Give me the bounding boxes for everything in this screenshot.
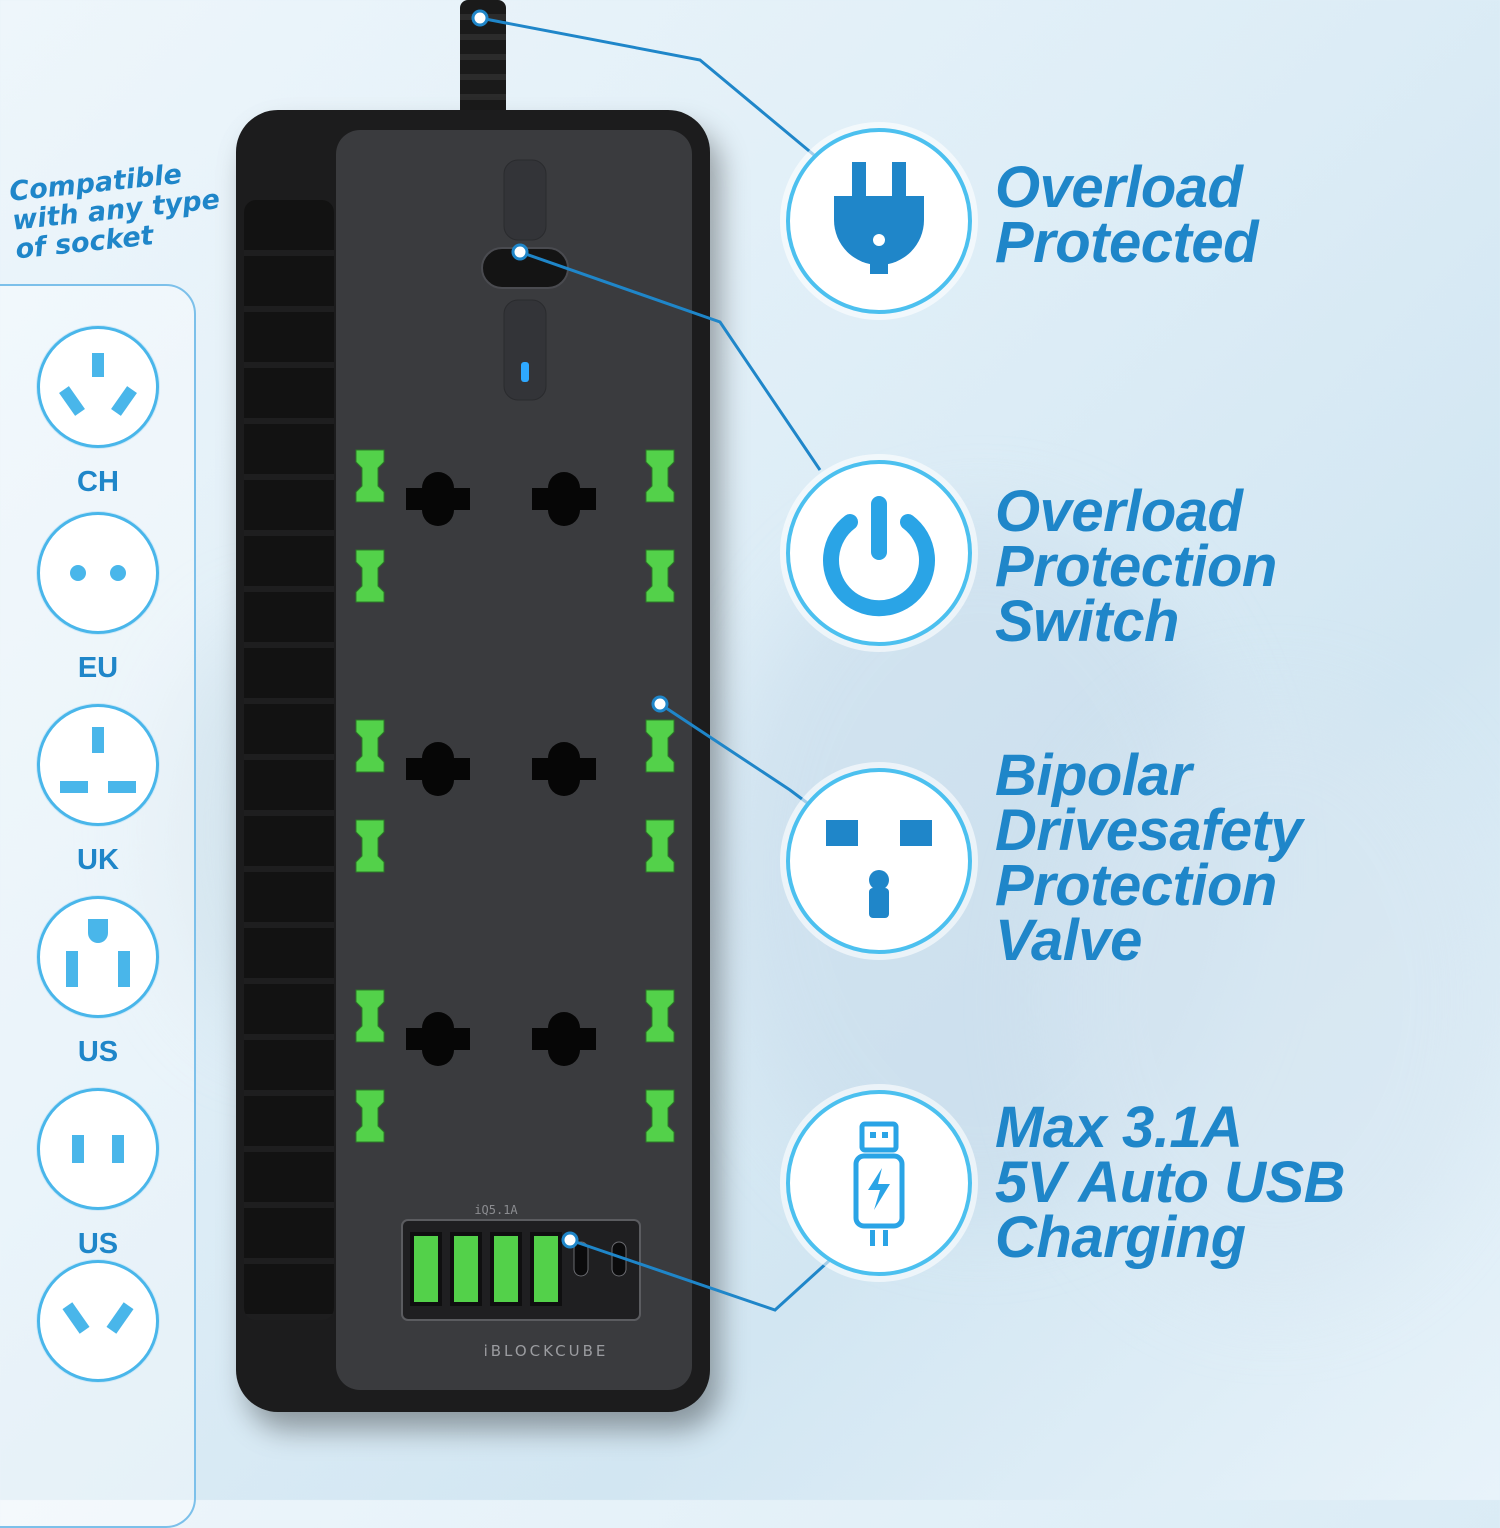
outlet-hole <box>532 472 596 526</box>
outlet-shutter <box>645 989 675 1043</box>
outlet-shutter <box>645 719 675 773</box>
background-blur <box>1050 700 1500 1300</box>
us-flat-plug-icon <box>37 1088 159 1210</box>
us-plug-icon <box>37 896 159 1018</box>
eu-plug-icon <box>37 512 159 634</box>
outlet-shutter <box>645 549 675 603</box>
plug-label: UK <box>77 844 119 876</box>
usb-a-port <box>530 1232 562 1306</box>
feature-overload-protected: Overload Protected <box>995 155 1259 275</box>
usb-charging-icon <box>786 1090 972 1276</box>
outlet-shutter <box>645 1089 675 1143</box>
outlet-shutter <box>355 549 385 603</box>
feature-usb-charging: Max 3.1A 5V Auto USB Charging <box>995 1095 1346 1270</box>
uk-plug-icon <box>37 704 159 826</box>
strip-grip <box>244 200 334 1320</box>
socket-valve-icon <box>786 768 972 954</box>
plug-label: US <box>77 1036 119 1068</box>
plug-type-eu: EU <box>36 512 160 685</box>
outlet-hole <box>406 742 470 796</box>
plug-label: CH <box>77 466 119 498</box>
plug-icon <box>786 128 972 314</box>
plug-type-us: US <box>36 896 160 1069</box>
indicator-light <box>521 362 529 382</box>
outlet-hole <box>532 1012 596 1066</box>
plug-label: US <box>77 1228 119 1260</box>
usb-rating: iQ5.1A <box>474 1203 518 1217</box>
usb-c-port <box>573 1241 589 1277</box>
power-icon <box>786 460 972 646</box>
feature-protection-switch: Overload Protection Switch <box>995 479 1277 654</box>
outlet-hole <box>532 742 596 796</box>
outlet-shutter <box>645 449 675 503</box>
au-plug-icon <box>37 1260 159 1382</box>
outlet-shutter <box>645 819 675 873</box>
power-strip: iQ5.1A iBLOCKCUBE <box>236 110 710 1412</box>
plug-type-au <box>36 1260 160 1382</box>
outlet-shutter <box>355 819 385 873</box>
ch-plug-icon <box>37 326 159 448</box>
plug-type-ch: CH <box>36 326 160 499</box>
feature-protection-valve: Bipolar Drivesafety Protection Valve <box>995 743 1303 973</box>
outlet-shutter <box>355 1089 385 1143</box>
usb-a-port <box>410 1232 442 1306</box>
usb-a-port <box>490 1232 522 1306</box>
outlet-shutter <box>355 449 385 503</box>
outlet-hole <box>406 472 470 526</box>
brand-logo: iBLOCKCUBE <box>484 1342 609 1360</box>
plug-type-uk: UK <box>36 704 160 877</box>
outlet-shutter <box>355 719 385 773</box>
plug-label: EU <box>77 652 119 684</box>
plug-type-us-flat: US <box>36 1088 160 1261</box>
outlet-hole <box>406 1012 470 1066</box>
usb-a-port <box>450 1232 482 1306</box>
outlet-shutter <box>355 989 385 1043</box>
